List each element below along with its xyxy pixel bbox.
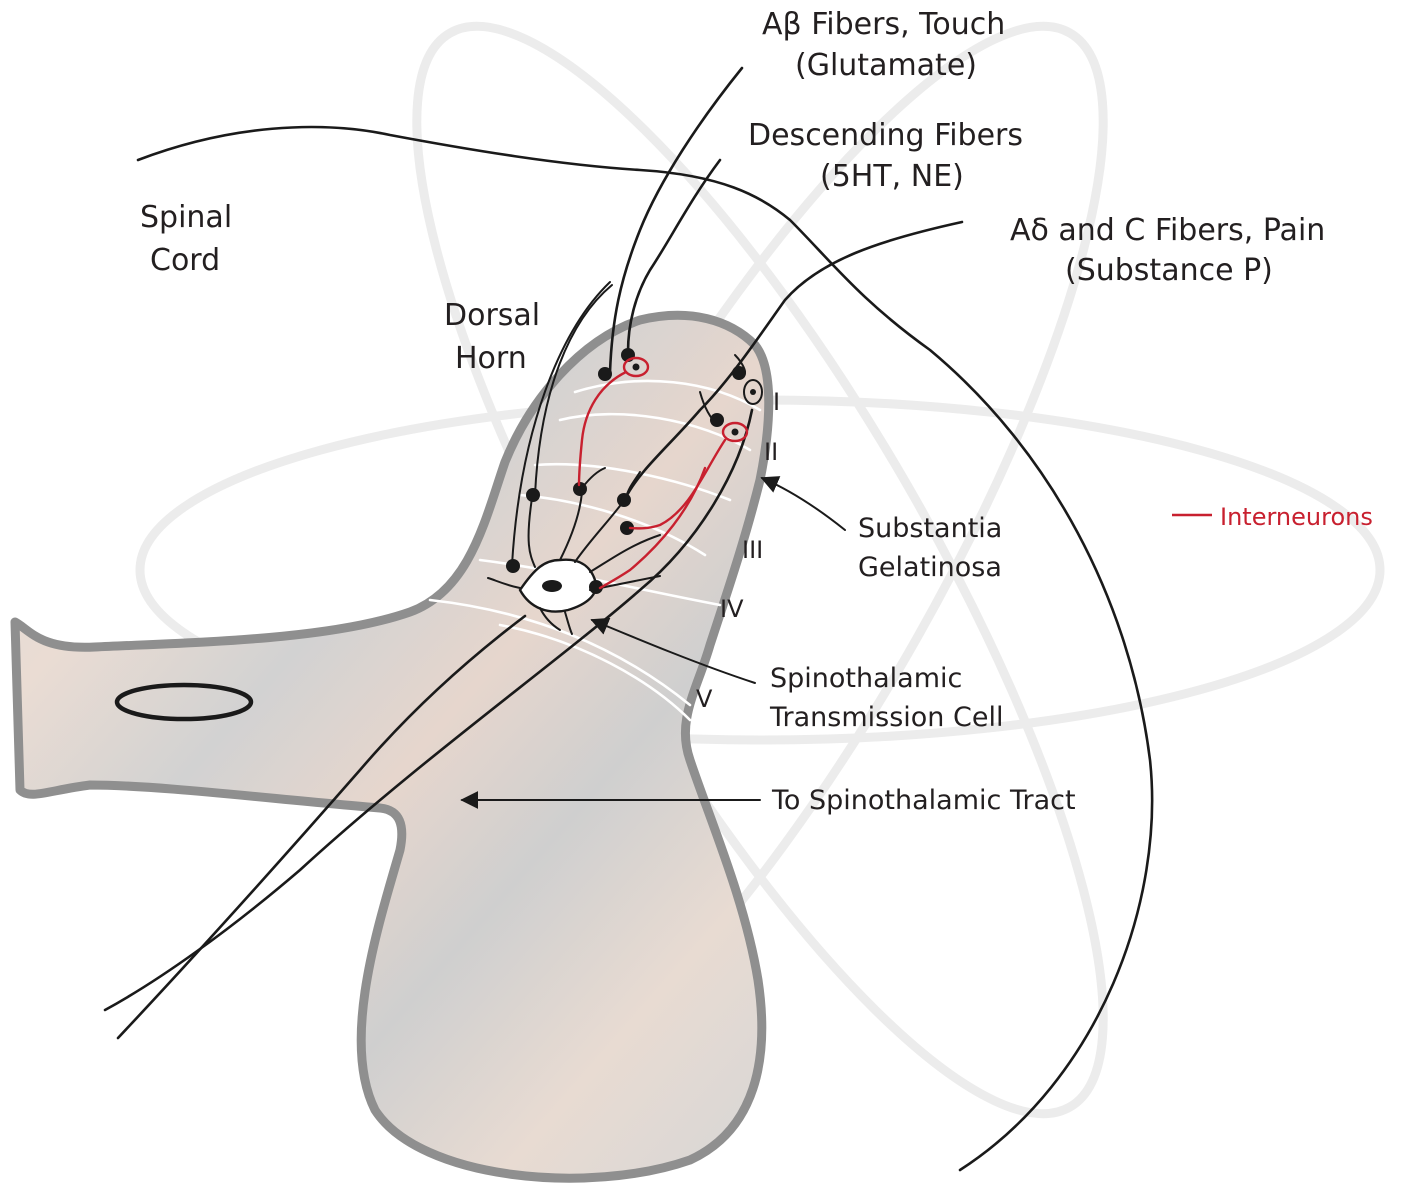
spinal-cord-label-line2: Cord	[150, 243, 220, 278]
legend-interneurons-label: Interneurons	[1220, 503, 1373, 531]
substantia-label-line2: Gelatinosa	[858, 552, 1002, 583]
ad-c-transmitter-label: (Substance P)	[1065, 253, 1273, 288]
gray-matter	[15, 315, 769, 1178]
descending-transmitter-label: (5HT, NE)	[820, 159, 964, 194]
ab-transmitter-label: (Glutamate)	[795, 48, 977, 83]
stc-label-line2: Transmission Cell	[769, 702, 1003, 733]
lamina-label-i: I	[773, 388, 780, 416]
lamina-label-v: V	[696, 685, 713, 713]
legend: Interneurons	[1172, 503, 1373, 531]
dorsal-horn-label-line1: Dorsal	[444, 298, 540, 333]
ad-c-fibers-label: Aδ and C Fibers, Pain	[1010, 213, 1325, 248]
substantia-label-line1: Substantia	[858, 513, 1002, 544]
lamina-label-ii: II	[764, 438, 778, 466]
dorsal-horn-label-line2: Horn	[455, 341, 527, 376]
lamina-i-nucleus	[750, 389, 756, 395]
lamina-label-iv: IV	[720, 595, 744, 623]
ab-fibers-label: Aβ Fibers, Touch	[762, 7, 1005, 42]
stc-label-line1: Spinothalamic	[770, 663, 962, 694]
tract-label: To Spinothalamic Tract	[771, 785, 1076, 816]
spinal-cord-label-line1: Spinal	[140, 200, 232, 235]
descending-fibers-label: Descending Fibers	[748, 118, 1023, 153]
lamina-label-iii: III	[742, 536, 763, 564]
